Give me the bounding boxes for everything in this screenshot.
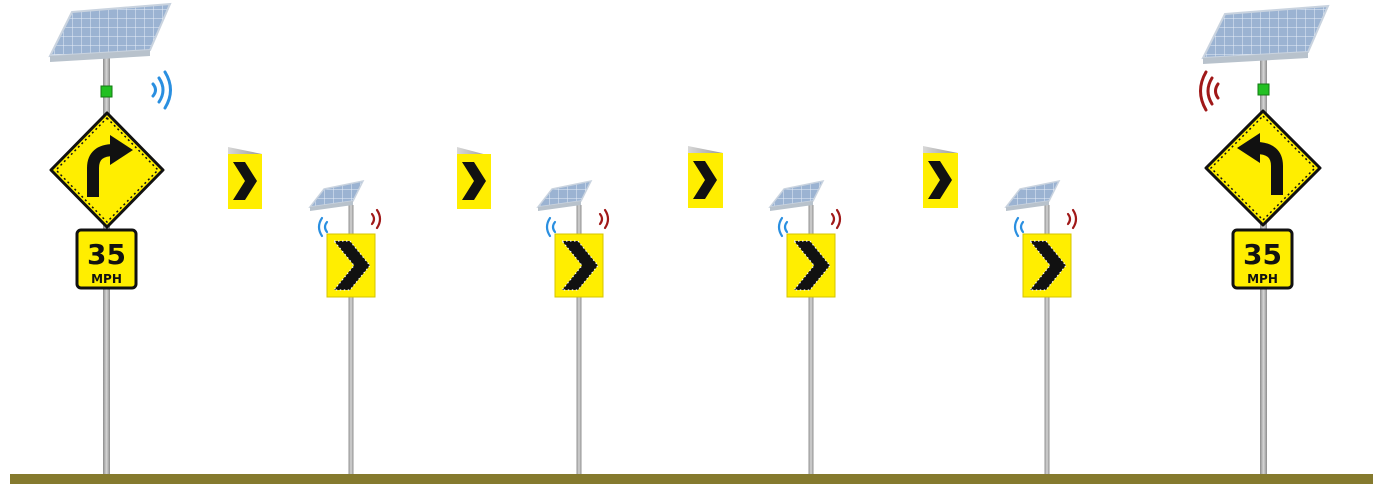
- chevron-post-2: [538, 181, 608, 476]
- solar-panel-icon: [1006, 181, 1059, 211]
- left-solar-panel-icon: [50, 4, 170, 62]
- small-chevron-2: [457, 147, 491, 209]
- small-chevron-3: [688, 146, 723, 208]
- solar-panel-icon: [310, 181, 363, 211]
- chevron-post-3: [770, 181, 840, 476]
- left-green-beacon: [101, 86, 112, 97]
- wireless-signal-icon: [319, 218, 327, 236]
- ground-strip: [10, 474, 1373, 484]
- chevron-alignment-sign: [327, 234, 375, 297]
- left-speed-number: 35: [87, 238, 126, 271]
- wireless-signal-icon: [600, 210, 608, 228]
- chevron-alignment-sign: [787, 234, 835, 297]
- right-speed-limit-sign: 35 MPH: [1233, 230, 1292, 288]
- right-speed-number: 35: [1243, 238, 1282, 271]
- right-speed-unit: MPH: [1247, 272, 1278, 286]
- wireless-signal-icon: [1015, 218, 1023, 236]
- right-main-sign-assembly: 35 MPH: [1201, 6, 1329, 476]
- small-chevron-1: [228, 147, 262, 209]
- wireless-signal-icon: [832, 210, 840, 228]
- solar-panel-icon: [538, 181, 591, 211]
- left-curve-warning-sign: [51, 113, 163, 227]
- wireless-signal-icon: [372, 210, 380, 228]
- wireless-signal-icon: [779, 218, 787, 236]
- right-green-beacon: [1258, 84, 1269, 95]
- left-speed-unit: MPH: [91, 272, 122, 286]
- left-speed-limit-sign: 35 MPH: [77, 230, 136, 288]
- chevron-alignment-sign: [1023, 234, 1071, 297]
- left-wireless-signal-icon: [153, 72, 171, 108]
- chevron-alignment-sign: [555, 234, 603, 297]
- solar-panel-icon: [770, 181, 823, 211]
- chevron-posts: [310, 181, 1076, 476]
- right-wireless-signal-icon: [1201, 72, 1219, 110]
- right-curve-warning-sign: [1206, 111, 1320, 225]
- wireless-signal-icon: [547, 218, 555, 236]
- wireless-signal-icon: [1068, 210, 1076, 228]
- right-solar-panel-icon: [1203, 6, 1328, 64]
- chevron-post-1: [310, 181, 380, 476]
- small-chevron-4: [923, 146, 958, 208]
- left-main-sign-assembly: 35 MPH: [50, 4, 171, 476]
- chevron-post-4: [1006, 181, 1076, 476]
